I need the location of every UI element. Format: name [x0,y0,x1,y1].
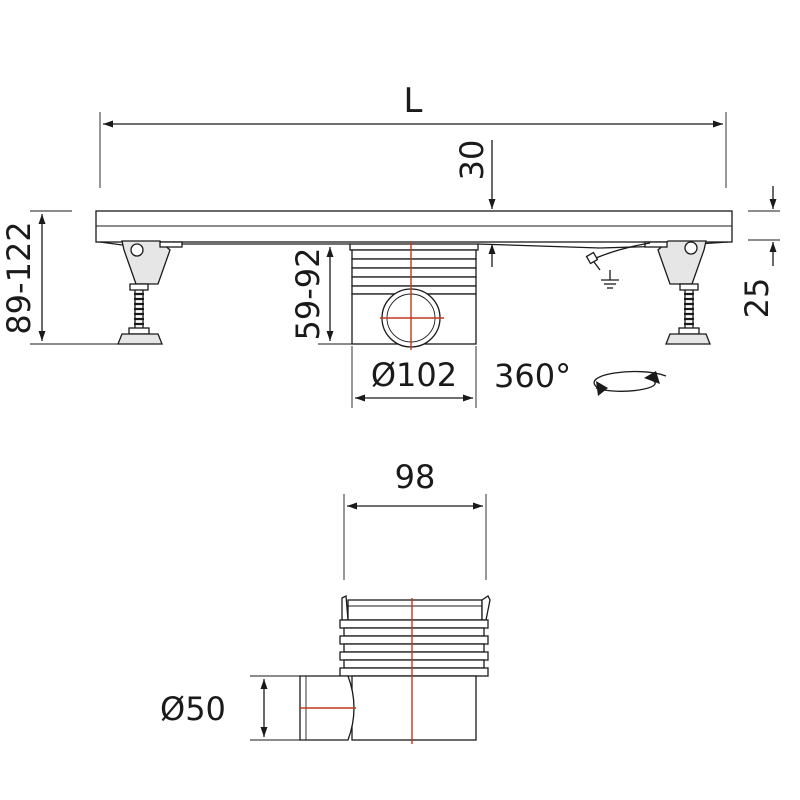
dimension-frame-thickness: 25 [738,186,780,318]
frame-thickness-label: 25 [738,278,776,319]
side-frame [341,594,491,621]
dimension-body-width: 98 [343,458,487,580]
body-width-label: 98 [395,458,436,496]
front-view: L 30 25 89-122 59-92 [0,81,780,408]
earth-ground-icon [585,242,651,289]
rotation-label: 360° [494,357,571,395]
outlet-diameter-label: Ø102 [371,356,457,394]
side-view: 98 Ø50 [160,458,491,744]
left-foot [117,240,183,345]
dimension-grate-height: 30 [453,140,496,267]
dimension-length: L [99,81,727,188]
rotation-indicator: 360° [494,357,667,396]
side-body [339,619,489,741]
dimension-outlet-diameter: Ø102 [351,346,477,408]
total-height-label: 89-122 [0,221,38,334]
outlet-height-label: 59-92 [289,248,327,341]
drain-outlet [349,242,479,350]
right-foot [644,240,711,345]
side-outlet-pipe [299,675,356,741]
grate-height-label: 30 [453,140,491,181]
rotate-icon [593,370,667,396]
dimension-total-height: 89-122 [0,210,160,345]
side-outlet-diameter-label: Ø50 [160,690,226,728]
length-label: L [404,81,423,121]
dimension-outlet-height: 59-92 [289,243,352,345]
dimension-side-outlet-diameter: Ø50 [160,675,300,741]
drain-channel [95,210,733,249]
